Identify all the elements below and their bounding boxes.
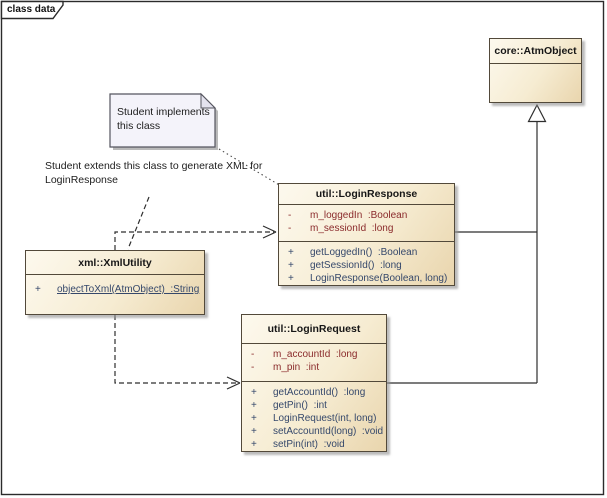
open-arrowhead-icon	[262, 225, 277, 239]
method-text: setAccountId(long) :void	[273, 426, 384, 437]
attribute-row: - m_accountId :long	[251, 348, 384, 361]
method-row: + getAccountId() :long	[251, 386, 384, 399]
attribute-row: - m_pin :int	[251, 361, 384, 374]
visibility-marker: +	[251, 387, 257, 398]
method-text: getAccountId() :long	[273, 387, 366, 398]
attribute-text: m_accountId :long	[273, 349, 358, 360]
annotation-text[interactable]: Student extends this class to generate X…	[45, 160, 262, 187]
dependency-xmlutility-loginresponse[interactable]	[114, 231, 274, 250]
method-text: setPin(int) :void	[273, 439, 345, 450]
class-title: xml::XmlUtility	[78, 256, 152, 269]
annotation-line: Student extends this class to generate X…	[45, 160, 263, 172]
attributes-compartment: - m_loggedIn :Boolean - m_sessionId :lon…	[279, 204, 454, 241]
class-title: util::LoginRequest	[267, 323, 361, 335]
class-title: util::LoginResponse	[315, 188, 418, 200]
class-title: core::AtmObject	[494, 45, 577, 57]
method-row: + getPin() :int	[251, 399, 384, 412]
class-xml-xmlutility[interactable]: xml::XmlUtility + objectToXml(AtmObject)…	[25, 250, 205, 315]
methods-compartment: + getAccountId() :long + getPin() :int +…	[242, 381, 386, 451]
visibility-marker: +	[288, 273, 294, 284]
note-fold-corner	[200, 92, 217, 109]
attribute-row: - m_sessionId :long	[288, 222, 452, 235]
method-text: LoginRequest(int, long)	[273, 413, 377, 424]
frame-label: class data	[7, 4, 56, 15]
visibility-marker: -	[251, 362, 255, 373]
class-util-loginresponse[interactable]: util::LoginResponse - m_loggedIn :Boolea…	[278, 183, 455, 286]
method-row: + LoginRequest(int, long)	[251, 412, 384, 425]
visibility-marker: -	[251, 349, 255, 360]
notelink-note-loginresponse[interactable]	[218, 148, 282, 187]
note-shape[interactable]	[109, 93, 216, 148]
generalization-lines[interactable]	[387, 122, 538, 384]
visibility-marker: +	[288, 247, 294, 258]
method-text: LoginResponse(Boolean, long)	[310, 273, 448, 284]
visibility-marker: -	[288, 210, 292, 221]
frame-label-tab	[0, 0, 64, 20]
visibility-marker: +	[251, 439, 257, 450]
empty-compartment	[490, 63, 581, 102]
attribute-text: m_pin :int	[273, 362, 320, 373]
method-row: + getSessionId() :long	[288, 259, 452, 272]
visibility-marker: +	[288, 260, 294, 271]
notelink-annotation-xmlutility[interactable]	[127, 196, 150, 250]
class-core-atmobject[interactable]: core::AtmObject	[489, 38, 582, 103]
visibility-marker: +	[35, 284, 41, 295]
attribute-row: - m_loggedIn :Boolean	[288, 209, 452, 222]
generalization-triangle-icon	[527, 103, 547, 123]
static-method-text: objectToXml(AtmObject) :String	[57, 284, 200, 295]
visibility-marker: +	[251, 413, 257, 424]
annotation-line: LoginResponse	[45, 173, 118, 186]
methods-compartment: + getLoggedIn() :Boolean + getSessionId(…	[279, 241, 454, 285]
attribute-text: m_loggedIn :Boolean	[310, 210, 408, 221]
class-util-loginrequest[interactable]: util::LoginRequest - m_accountId :long -…	[241, 314, 387, 452]
visibility-marker: +	[251, 426, 257, 437]
visibility-marker: +	[251, 400, 257, 411]
method-row: + setAccountId(long) :void	[251, 425, 384, 438]
visibility-marker: -	[288, 223, 292, 234]
method-text: getPin() :int	[273, 400, 327, 411]
methods-compartment: + objectToXml(AtmObject) :String	[26, 274, 204, 314]
note-line: Student implements	[117, 106, 210, 118]
method-row: + objectToXml(AtmObject) :String	[35, 283, 202, 296]
method-text: getLoggedIn() :Boolean	[310, 247, 418, 258]
note-line: this class	[117, 119, 161, 132]
open-arrowhead-icon	[226, 376, 241, 390]
attribute-text: m_sessionId :long	[310, 223, 394, 234]
attributes-compartment: - m_accountId :long - m_pin :int	[242, 343, 386, 381]
method-row: + setPin(int) :void	[251, 438, 384, 451]
method-row: + LoginResponse(Boolean, long)	[288, 272, 452, 285]
method-text: getSessionId() :long	[310, 260, 402, 271]
dependency-xmlutility-loginrequest[interactable]	[114, 315, 237, 384]
method-row: + getLoggedIn() :Boolean	[288, 246, 452, 259]
